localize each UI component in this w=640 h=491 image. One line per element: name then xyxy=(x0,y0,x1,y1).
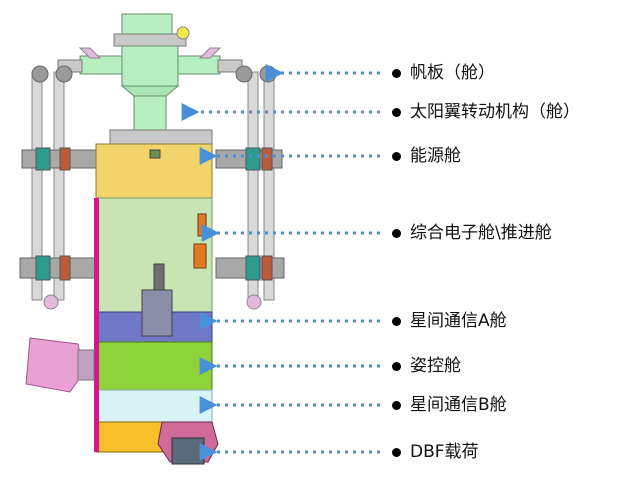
label-text: 能源舱 xyxy=(410,146,461,166)
side-antenna xyxy=(25,337,95,393)
pointer-arrows xyxy=(181,64,380,461)
bullet-dot xyxy=(392,447,401,457)
solar-drive-mechanism xyxy=(57,13,243,131)
label-text: 星间通信A舱 xyxy=(410,311,507,331)
label-text: 综合电子舱\推进舱 xyxy=(410,223,552,243)
label-text: 星间通信B舱 xyxy=(410,395,507,415)
label-dbf: DBF载荷 xyxy=(392,440,479,464)
satellite-body xyxy=(94,129,213,453)
bullet-dot xyxy=(392,228,401,238)
bullet-dot xyxy=(392,361,401,371)
label-attitude: 姿控舱 xyxy=(392,354,461,378)
label-energy: 能源舱 xyxy=(392,144,461,168)
label-solar-drive: 太阳翼转动机构（舱） xyxy=(392,100,580,124)
label-isl-a: 星间通信A舱 xyxy=(392,309,507,333)
attitude-module xyxy=(95,341,213,391)
bullet-dot xyxy=(392,107,401,117)
dbf-payload-structure xyxy=(157,421,219,465)
bullet-dot xyxy=(392,151,401,161)
label-text: 帆板（舱） xyxy=(410,63,495,83)
left-solar-panel xyxy=(19,65,101,310)
payload-base xyxy=(95,421,163,453)
bullet-dot xyxy=(392,316,401,326)
label-text: DBF载荷 xyxy=(410,442,479,462)
label-sail: 帆板（舱） xyxy=(392,61,495,85)
right-solar-panel xyxy=(215,65,285,310)
bullet-dot xyxy=(392,68,401,78)
label-isl-b: 星间通信B舱 xyxy=(392,393,507,417)
isl-b-module xyxy=(95,389,213,423)
label-text: 太阳翼转动机构（舱） xyxy=(410,102,580,122)
bullet-dot xyxy=(392,400,401,410)
label-text: 姿控舱 xyxy=(410,356,461,376)
label-electronics: 综合电子舱\推进舱 xyxy=(392,221,552,245)
